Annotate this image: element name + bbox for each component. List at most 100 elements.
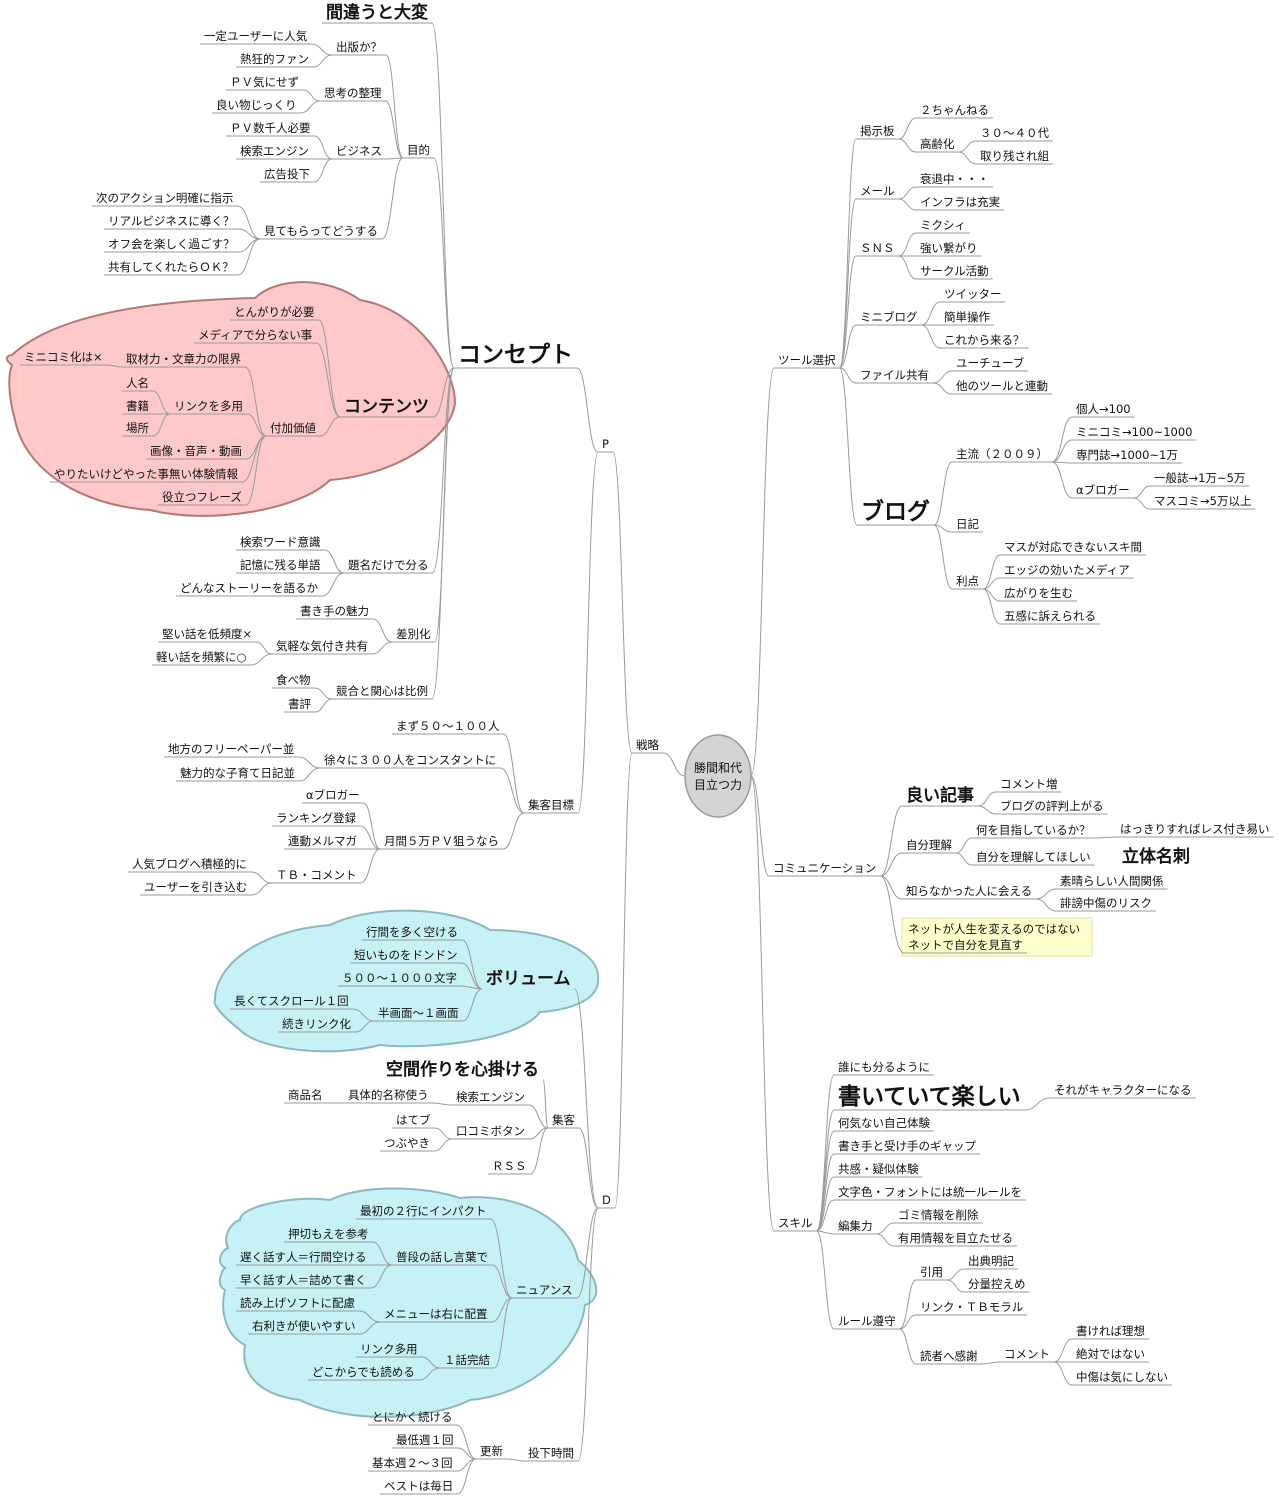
node-machigau[interactable]: 間違うと大変 — [326, 2, 428, 23]
node-tsuzuki[interactable]: 続きリンク化 — [282, 1017, 351, 1031]
node-dokusha[interactable]: 読者へ感謝 — [920, 1349, 978, 1363]
node-hatebu[interactable]: はてブ — [396, 1113, 431, 1127]
node-dare-demo[interactable]: 誰にも分るように — [838, 1060, 930, 1074]
node-sanju[interactable]: ３０～４０代 — [980, 126, 1049, 140]
node-hyouban[interactable]: ブログの評判上がる — [1000, 799, 1104, 813]
node-daimei[interactable]: 題名だけで分る — [348, 558, 429, 572]
node-shuukyaku[interactable]: 集客 — [552, 1113, 575, 1127]
node-kuchikomi[interactable]: 口コミボタン — [456, 1124, 525, 1138]
node-link-tb[interactable]: リンク・ＴＢモラル — [920, 1300, 1023, 1314]
node-nanigenai[interactable]: 何気ない自己体験 — [838, 1116, 930, 1130]
node-user-hikikomu[interactable]: ユーザーを引き込む — [144, 880, 247, 894]
node-torinokosare[interactable]: 取り残され組 — [980, 149, 1049, 163]
node-real-biz[interactable]: リアルビジネスに導く？ — [108, 214, 234, 228]
node-kakite-miryoku[interactable]: 書き手の魅力 — [300, 604, 369, 618]
node-rittai[interactable]: 立体名刺 — [1122, 846, 1190, 867]
node-hibou[interactable]: 誹謗中傷のリスク — [1060, 896, 1152, 910]
node-kuukan[interactable]: 空間作りを心掛ける — [386, 1059, 539, 1080]
node-alpha2[interactable]: αブロガー — [1076, 483, 1130, 497]
node-shoseki[interactable]: 書籍 — [126, 399, 149, 413]
node-ranking[interactable]: ランキング登録 — [276, 811, 357, 825]
node-hayaku[interactable]: 早く話す人＝詰めて書く — [240, 1273, 367, 1287]
node-oshikiri[interactable]: 押切もえを参考 — [288, 1227, 369, 1241]
node-comment-zou[interactable]: コメント増 — [1000, 777, 1058, 791]
node-tsuyoi[interactable]: 強い繋がり — [920, 241, 978, 255]
node-offkai[interactable]: オフ会を楽しく過ごす？ — [108, 237, 235, 251]
node-file-kyouyuu[interactable]: ファイル共有 — [860, 368, 929, 382]
node-shuppan[interactable]: 出版か？ — [336, 40, 382, 54]
node-blog[interactable]: ブログ — [861, 498, 930, 525]
node-moji[interactable]: ５００～１０００文字 — [342, 971, 457, 985]
node-tool[interactable]: ツール選択 — [778, 353, 836, 367]
node-koureika[interactable]: 高齢化 — [920, 137, 955, 151]
node-kioku[interactable]: 記憶に残る単語 — [240, 558, 321, 572]
node-rendou-mag[interactable]: 連動メルマガ — [288, 834, 357, 848]
node-nichan[interactable]: ２ちゃんねる — [920, 103, 989, 117]
node-korekara[interactable]: これから来る？ — [944, 333, 1025, 347]
node-yoimono[interactable]: 良い物じっくり — [216, 98, 297, 112]
node-mokuteki[interactable]: 目的 — [407, 143, 430, 157]
node-kakereba[interactable]: 書ければ理想 — [1076, 1324, 1145, 1338]
node-nikki[interactable]: 日記 — [956, 517, 979, 531]
node-masukomi[interactable]: マスコミ→5万以上 — [1154, 494, 1251, 508]
node-tb-comment[interactable]: ＴＢ・コメント — [276, 868, 357, 882]
node-tabemono[interactable]: 食べ物 — [276, 673, 311, 687]
node-hirogari[interactable]: 広がりを生む — [1004, 586, 1073, 600]
node-miniblog[interactable]: ミニブログ — [860, 310, 918, 324]
node-tanoshii[interactable]: 書いていて楽しい — [838, 1083, 1021, 1110]
node-nani-mezashi[interactable]: 何を目指しているか？ — [976, 823, 1091, 837]
node-dokokara[interactable]: どこからでも読める — [312, 1365, 415, 1379]
node-fukakachi[interactable]: 付加価値 — [270, 421, 316, 435]
node-bunryou[interactable]: 分量控えめ — [968, 1277, 1026, 1291]
node-gazou[interactable]: 画像・音声・動画 — [150, 444, 242, 458]
node-free-paper[interactable]: 地方のフリーペーパー並 — [168, 742, 294, 756]
node-infra[interactable]: インフラは充実 — [920, 195, 1000, 209]
node-twitter[interactable]: ツイッター — [944, 287, 1002, 301]
node-net-jinsei2[interactable]: ネットで自分を見直す — [908, 938, 1023, 952]
node-business[interactable]: ビジネス — [336, 144, 382, 158]
node-concept[interactable]: コンセプト — [458, 342, 573, 368]
node-chuushou[interactable]: 中傷は気にしない — [1076, 1370, 1168, 1384]
node-gyoukan[interactable]: 行間を多く空ける — [366, 925, 458, 939]
node-alpha1[interactable]: αブロガー — [306, 788, 360, 802]
node-jojoni[interactable]: 徐々に３００人をコンスタントに — [324, 753, 496, 767]
node-kyouyuu[interactable]: 共有してくれたらＯＫ？ — [108, 260, 234, 274]
node-shuzai[interactable]: 取材力・文章力の限界 — [126, 352, 241, 366]
node-youtube[interactable]: ユーチューブ — [956, 356, 1025, 370]
node-inyou[interactable]: 引用 — [920, 1265, 943, 1279]
node-tsubuyaki[interactable]: つぶやき — [384, 1136, 430, 1150]
node-riten[interactable]: 利点 — [956, 574, 979, 588]
node-mixi[interactable]: ミクシィ — [920, 218, 966, 232]
node-karui[interactable]: 軽い話を頻繁に○ — [156, 650, 247, 664]
node-pv-ki[interactable]: ＰＶ気にせず — [230, 75, 299, 89]
node-communication[interactable]: コミュニケーション — [773, 861, 876, 875]
node-getsukan[interactable]: 月間５万ＰＶ狙うなら — [384, 834, 499, 848]
node-tongari[interactable]: とんがりが必要 — [234, 305, 315, 319]
node-kensaku-word[interactable]: 検索ワード意識 — [240, 535, 321, 549]
node-contents[interactable]: コンテンツ — [344, 397, 429, 417]
node-hoka-tool[interactable]: 他のツールと連動 — [956, 379, 1048, 393]
node-shikou[interactable]: 思考の整理 — [324, 86, 382, 100]
node-fudan[interactable]: 普段の話し言葉で — [396, 1250, 488, 1264]
node-best[interactable]: ベストは毎日 — [384, 1479, 453, 1493]
node-shouhinmei[interactable]: 商品名 — [288, 1088, 323, 1102]
node-saisho[interactable]: 最初の２行にインパクト — [360, 1204, 487, 1218]
node-henshuu[interactable]: 編集力 — [838, 1219, 873, 1233]
node-masu-taiou[interactable]: マスが対応できないスキ間 — [1004, 540, 1142, 554]
node-katai[interactable]: 堅い話を低頻度× — [162, 627, 252, 641]
node-comment[interactable]: コメント — [1004, 1347, 1050, 1361]
node-character[interactable]: それがキャラクターになる — [1054, 1083, 1192, 1097]
node-yomiage[interactable]: 読み上げソフトに配慮 — [240, 1296, 355, 1310]
node-keijiban[interactable]: 掲示板 — [860, 124, 895, 138]
node-basho[interactable]: 場所 — [126, 421, 149, 435]
node-shiranakatta[interactable]: 知らなかった人に会える — [906, 884, 1032, 898]
node-story[interactable]: どんなストーリーを語るか — [180, 581, 318, 595]
node-kosodate[interactable]: 魅力的な子育て日記並 — [180, 766, 295, 780]
node-shuukyaku-mokuhyou[interactable]: 集客目標 — [528, 798, 574, 812]
node-nuance[interactable]: ニュアンス — [516, 1283, 573, 1297]
node-menu[interactable]: メニューは右に配置 — [384, 1307, 488, 1321]
node-senryaku[interactable]: 戦略 — [636, 738, 659, 752]
node-yuuyou[interactable]: 有用情報を目立たせる — [898, 1231, 1013, 1245]
node-mojiiro[interactable]: 文字色・フォントには統一ルールを — [838, 1185, 1022, 1199]
node-media[interactable]: メディアで分らない事 — [198, 328, 312, 342]
